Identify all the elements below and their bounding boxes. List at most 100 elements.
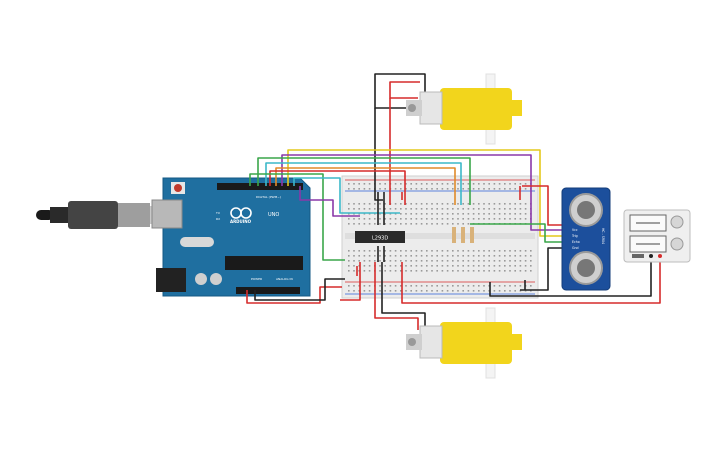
breadboard-hole [462,255,464,257]
breadboard-hole [519,255,522,257]
breadboard-hole [467,260,470,262]
breadboard-hole [530,260,532,262]
breadboard-hole [462,285,464,287]
breadboard-hole [452,188,454,190]
breadboard-hole [415,255,418,257]
breadboard-hole [374,260,376,262]
bottom-dc-motor [406,307,522,379]
breadboard-hole [379,285,381,287]
battery-holder [623,209,691,263]
breadboard-hole [519,260,522,262]
breadboard-hole [405,218,407,220]
breadboard-hole [368,270,371,272]
breadboard-hole [462,260,464,262]
breadboard-hole [478,188,480,190]
breadboard-hole [452,265,454,267]
wire-black-ground [254,278,345,301]
breadboard-hole [420,183,423,185]
breadboard-hole [441,203,444,205]
breadboard-hole [478,250,480,252]
breadboard-hole [509,188,511,190]
breadboard-hole [498,218,501,220]
breadboard-hole [441,265,444,267]
wire-black-sensor [520,247,562,291]
driver-chip-label: L293D [372,236,388,242]
breadboard-hole [368,208,371,210]
breadboard-hole [358,250,360,252]
breadboard-hole [524,270,527,272]
breadboard-hole [509,208,511,210]
breadboard-hole [368,183,371,185]
breadboard-hole [420,290,423,292]
breadboard-hole [379,250,381,252]
breadboard-hole [478,183,480,185]
breadboard-hole [420,203,423,205]
breadboard-hole [394,255,397,257]
breadboard-hole [504,188,506,190]
breadboard-hole [405,290,407,292]
breadboard-hole [394,213,397,215]
breadboard-hole [379,208,381,210]
breadboard-hole [358,213,360,215]
breadboard-hole [467,265,470,267]
breadboard-hole [431,250,433,252]
breadboard-hole [509,255,511,257]
breadboard-hole [368,188,371,190]
breadboard-hole [384,208,386,210]
breadboard-hole [415,183,418,185]
breadboard-hole [446,218,449,220]
wire-purple-2 [299,186,360,217]
breadboard-hole [353,203,355,205]
breadboard-hole [472,290,475,292]
breadboard-hole [415,290,418,292]
breadboard-hole [452,270,454,272]
breadboard-holes [348,183,532,292]
breadboard-hole [488,250,490,252]
breadboard-hole [400,265,402,267]
breadboard-hole [504,265,506,267]
breadboard-hole [483,260,485,262]
breadboard-hole [384,290,386,292]
breadboard-hole [410,188,412,190]
breadboard-hole [498,213,501,215]
breadboard-hole [488,203,490,205]
breadboard-hole [389,265,392,267]
breadboard-hole [400,218,402,220]
breadboard-hole [363,223,366,225]
breadboard-hole [472,260,475,262]
breadboard-hole [436,188,438,190]
breadboard-hole [348,270,350,272]
breadboard-hole [488,208,490,210]
breadboard-hole [426,218,428,220]
breadboard-hole [493,188,496,190]
breadboard-hole [446,260,449,262]
breadboard-hole [514,290,516,292]
breadboard-hole [452,290,454,292]
breadboard-hole [467,290,470,292]
breadboard-hole [483,208,485,210]
breadboard-hole [415,208,418,210]
breadboard-hole [519,218,522,220]
breadboard-hole [530,285,532,287]
breadboard-hole [504,218,506,220]
breadboard-hole [504,203,506,205]
breadboard-hole [483,255,485,257]
breadboard-hole [374,213,376,215]
breadboard-hole [379,223,381,225]
breadboard-hole [441,223,444,225]
breadboard-hole [457,290,459,292]
wire-green-sensor [470,223,562,243]
breadboard-hole [420,250,423,252]
sensor-pin-trig: Trig [571,234,578,238]
breadboard-hole [415,270,418,272]
breadboard-hole [379,265,381,267]
breadboard-hole [353,218,355,220]
breadboard-hole [410,290,412,292]
breadboard-hole [483,183,485,185]
breadboard-hole [431,265,433,267]
breadboard-hole [384,255,386,257]
breadboard-hole [363,285,366,287]
breadboard-hole [467,208,470,210]
breadboard-hole [462,290,464,292]
breadboard-hole [509,290,511,292]
